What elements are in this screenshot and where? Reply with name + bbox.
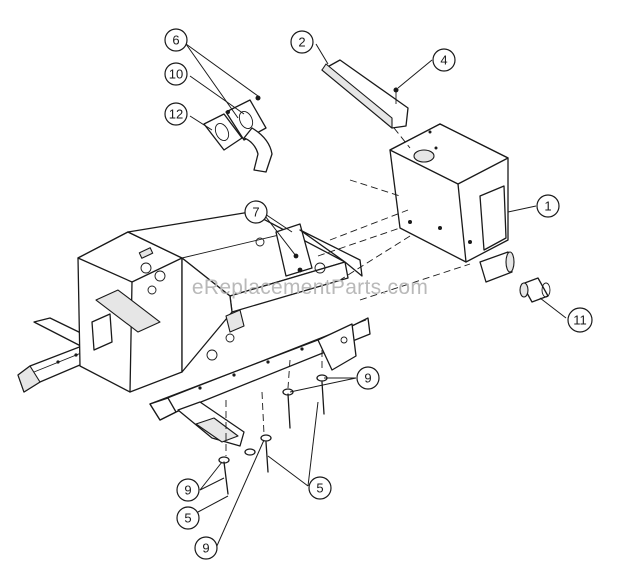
exhaust-elbow — [243, 127, 273, 173]
svg-text:10: 10 — [169, 67, 183, 82]
tank-top — [389, 123, 509, 185]
center-bracket — [275, 223, 313, 277]
callout-9-right: 9 — [356, 366, 380, 390]
svg-text:12: 12 — [169, 107, 183, 122]
callout-11: 11 — [567, 307, 593, 333]
callout-12: 12 — [164, 102, 188, 126]
cross-member — [299, 229, 363, 277]
callout-9-bottom: 9 — [194, 536, 218, 560]
callout-2: 2 — [290, 30, 314, 54]
heat-shield — [321, 59, 409, 129]
callout-9-left: 9 — [176, 478, 200, 502]
svg-text:9: 9 — [364, 371, 371, 386]
callout-10: 10 — [164, 62, 188, 86]
bolt — [321, 381, 325, 415]
svg-text:4: 4 — [440, 53, 447, 68]
tank-fill-neck — [413, 149, 435, 163]
callout-1: 1 — [536, 194, 560, 218]
rear-bracket — [317, 323, 357, 371]
tank-outlet — [479, 251, 513, 283]
exhaust-assembly — [203, 95, 273, 173]
fuel-fitting — [519, 277, 551, 303]
leader-lines — [185, 43, 567, 549]
fuel-tank — [389, 123, 515, 283]
front-panel-window — [91, 313, 113, 351]
svg-text:6: 6 — [172, 33, 179, 48]
shield-part — [321, 59, 409, 129]
svg-text:5: 5 — [316, 481, 323, 496]
svg-text:9: 9 — [184, 483, 191, 498]
bolt — [223, 461, 229, 495]
callout-4: 4 — [432, 48, 456, 72]
left-rail-end — [17, 365, 41, 393]
front-panel-cutout — [95, 289, 161, 333]
bolt — [287, 393, 291, 429]
washer — [260, 434, 272, 442]
chassis-frame — [17, 211, 371, 447]
svg-text:9: 9 — [202, 541, 209, 556]
svg-text:5: 5 — [184, 511, 191, 526]
svg-text:11: 11 — [573, 313, 587, 328]
callout-5-right: 5 — [308, 476, 332, 500]
assembly-lines — [225, 127, 471, 456]
right-rail-end — [149, 397, 177, 421]
callout-7: 7 — [244, 200, 268, 224]
tank-side-panel — [479, 185, 507, 251]
shield-screw — [393, 87, 399, 93]
hardware — [218, 374, 328, 495]
callout-6: 6 — [164, 28, 188, 52]
deck-side — [181, 257, 233, 373]
svg-text:7: 7 — [252, 205, 259, 220]
washer — [244, 448, 256, 456]
bolt — [265, 441, 269, 473]
svg-text:1: 1 — [544, 199, 551, 214]
svg-text:2: 2 — [298, 35, 305, 50]
callout-5-left: 5 — [176, 506, 200, 530]
